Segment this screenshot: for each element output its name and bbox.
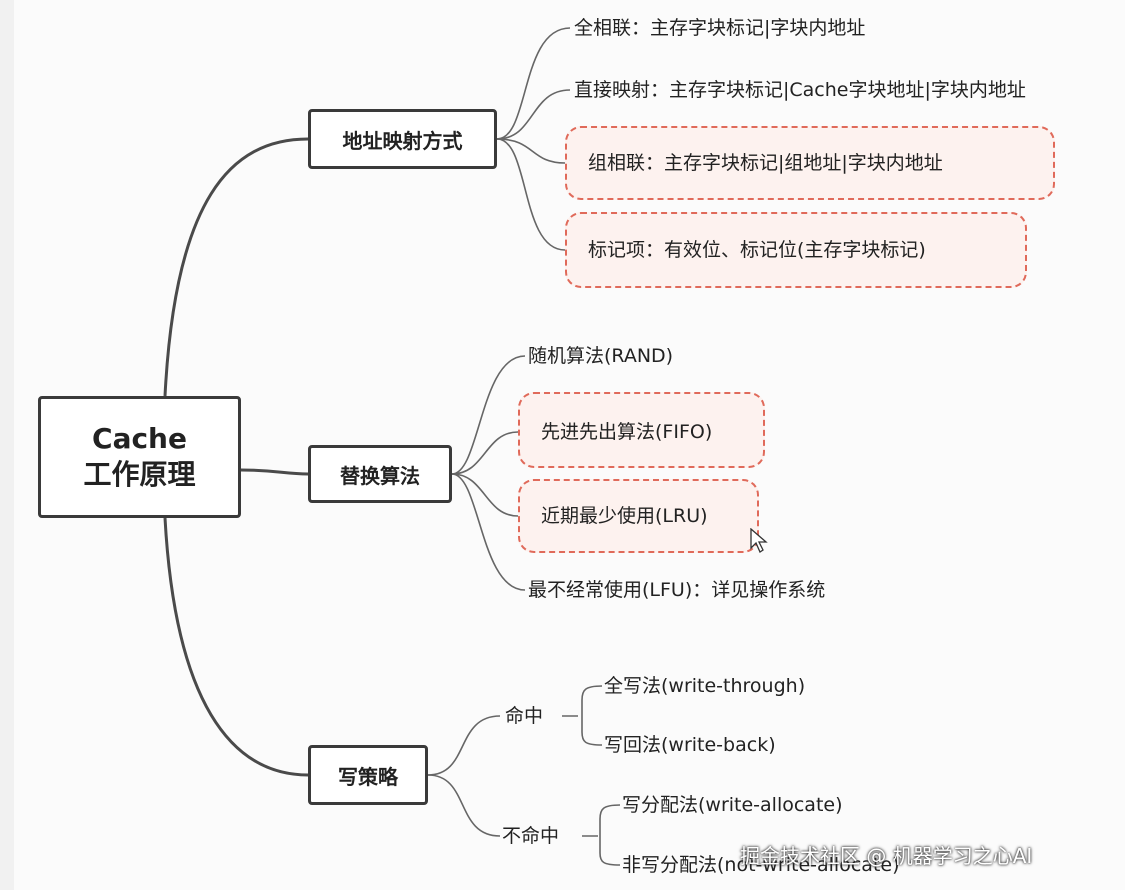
node-miss: 不命中 [502, 825, 560, 847]
highlight-fifo [518, 392, 765, 468]
window-edge [0, 0, 14, 890]
link-write-miss [427, 774, 501, 837]
link-repl-1 [451, 355, 526, 475]
link-repl-4 [451, 473, 526, 591]
link-mapping-4 [496, 138, 566, 251]
mouse-cursor-icon [750, 528, 768, 553]
link-repl-3 [451, 473, 519, 517]
link-root-mapping [163, 137, 309, 397]
watermark: 掘金技术社区 @ 机器学习之心AI [740, 844, 1033, 868]
leaf-fully-associative: 全相联：主存字块标记|字块内地址 [574, 17, 866, 39]
highlight-lru [518, 479, 759, 553]
branch-replacement[interactable]: 替换算法 [308, 445, 452, 503]
leaf-fifo: 先进先出算法(FIFO) [541, 421, 713, 443]
link-mapping-2 [496, 89, 571, 140]
branch-write-policy[interactable]: 写策略 [308, 745, 428, 805]
highlight-tag-entry [565, 212, 1027, 288]
leaf-rand: 随机算法(RAND) [528, 345, 674, 367]
link-hit-bracket [562, 685, 603, 746]
branch-mapping[interactable]: 地址映射方式 [308, 109, 497, 169]
leaf-write-allocate: 写分配法(write-allocate) [622, 794, 843, 816]
leaf-lfu: 最不经常使用(LFU)：详见操作系统 [528, 579, 826, 601]
leaf-write-through: 全写法(write-through) [604, 675, 806, 697]
link-root-write [163, 517, 309, 777]
leaf-lru: 近期最少使用(LRU) [541, 505, 708, 527]
link-root-replacement [240, 468, 309, 476]
node-hit: 命中 [505, 705, 544, 727]
link-mapping-3 [496, 138, 566, 164]
leaf-direct-mapped: 直接映射：主存字块标记|Cache字块地址|字块内地址 [574, 79, 1026, 101]
link-miss-bracket [582, 804, 621, 866]
leaf-set-associative: 组相联：主存字块标记|组地址|字块内地址 [588, 152, 943, 174]
root-title: Cache [92, 422, 187, 455]
link-mapping-1 [496, 27, 571, 140]
leaf-not-write-allocate: 非写分配法(not-write-allocate) [622, 854, 900, 876]
root-node[interactable]: Cache 工作原理 [38, 396, 241, 518]
leaf-tag-entry: 标记项：有效位、标记位(主存字块标记) [588, 239, 926, 261]
link-write-hit [427, 715, 501, 776]
highlight-set-associative [565, 126, 1055, 200]
leaf-write-back: 写回法(write-back) [604, 734, 776, 756]
link-repl-2 [451, 431, 519, 475]
root-subtitle: 工作原理 [83, 458, 196, 491]
